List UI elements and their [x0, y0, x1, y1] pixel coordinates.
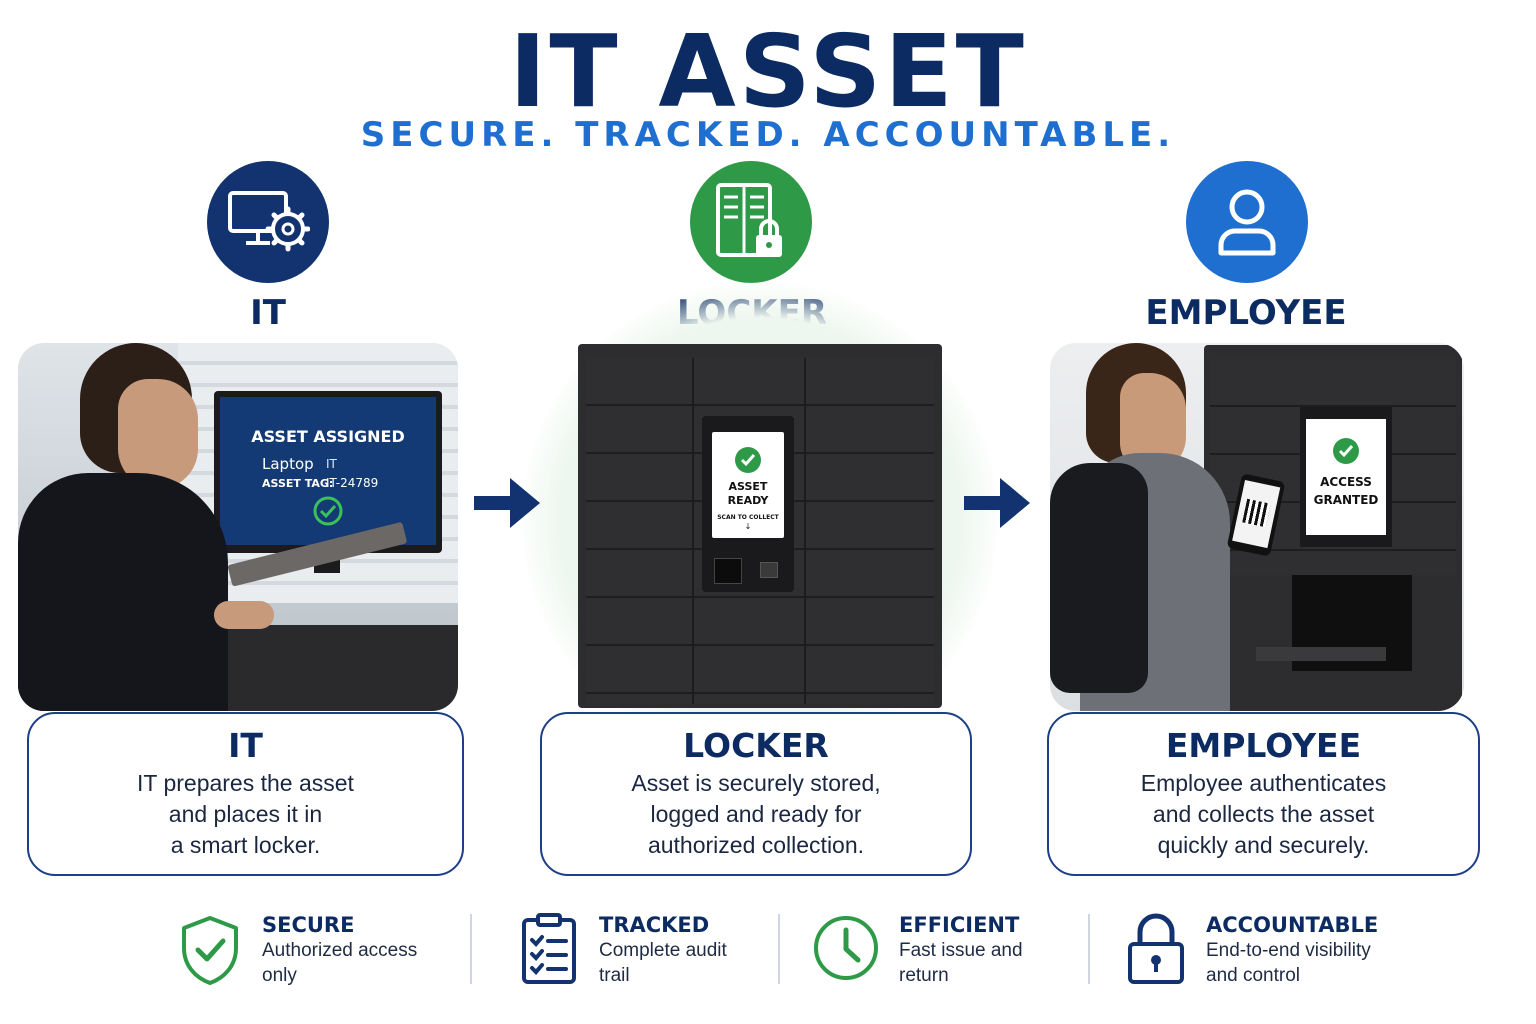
employee-photo: ACCESS GRANTED [1050, 343, 1464, 711]
step-label-it: IT [250, 293, 286, 333]
qr-code-icon [1242, 498, 1271, 528]
step-icon-locker [690, 161, 812, 283]
monitor: ASSET ASSIGNED Laptop IT ASSET TAG: IT-2… [214, 391, 442, 553]
step-icon-employee [1186, 161, 1308, 283]
step-card-employee: EMPLOYEE Employee authenticates and coll… [1047, 712, 1480, 876]
step-label-employee: EMPLOYEE [1145, 293, 1347, 333]
card-text: IT prepares the asset and places it in a… [137, 770, 354, 859]
down-arrow-icon: ↓ [744, 522, 752, 531]
monitor-screen: ASSET ASSIGNED Laptop IT ASSET TAG: IT-2… [220, 397, 436, 545]
compartment-tray [1256, 647, 1386, 661]
access-line2: GRANTED [1313, 493, 1379, 507]
feature-secure: SECURE Authorized access only [262, 913, 418, 987]
it-person-shirt [18, 473, 228, 711]
shield-check-icon [182, 916, 238, 985]
card-text: Asset is securely stored, logged and rea… [631, 770, 881, 859]
feature-efficient: EFFICIENT Fast issue and return [899, 913, 1023, 987]
smart-locker: ASSET READY SCAN TO COLLECT ↓ [578, 344, 942, 708]
monitor-gear-icon [228, 191, 310, 252]
screen-heading: ASSET ASSIGNED [251, 427, 405, 446]
card-text: Employee authenticates and collects the … [1140, 770, 1387, 859]
step-card-locker: LOCKER Asset is securely stored, logged … [540, 712, 972, 876]
feature-accountable: ACCOUNTABLE End-to-end visibility and co… [1206, 913, 1379, 987]
screen-item: Laptop [262, 455, 314, 473]
backpack [1050, 463, 1148, 693]
arrow-right-icon [474, 478, 540, 528]
locker-kiosk: ASSET READY SCAN TO COLLECT ↓ [702, 416, 794, 592]
padlock-icon [1128, 913, 1184, 984]
step-card-it: IT IT prepares the asset and places it i… [27, 712, 464, 876]
it-person-face [118, 379, 198, 489]
arrow-right-icon [964, 478, 1030, 528]
card-title: LOCKER [683, 726, 829, 765]
user-icon [1218, 189, 1276, 256]
page-title: IT ASSET [509, 13, 1027, 130]
screen-item-partial: IT [326, 457, 337, 471]
card-title: IT [228, 726, 263, 765]
employee-kiosk: ACCESS GRANTED [1300, 407, 1392, 547]
scanner [760, 562, 778, 578]
clock-icon [814, 916, 878, 980]
access-line1: ACCESS [1320, 475, 1372, 489]
check-circle-icon [313, 496, 343, 526]
locker-lock-icon [716, 183, 782, 257]
feature-divider [470, 914, 472, 984]
clipboard-checklist-icon [522, 913, 576, 984]
page-subtitle: SECURE. TRACKED. ACCOUNTABLE. [360, 115, 1176, 155]
step-icon-it [207, 161, 329, 283]
kiosk-hint: SCAN TO COLLECT [717, 514, 779, 521]
check-circle-icon [1333, 438, 1359, 464]
feature-divider [778, 914, 780, 984]
employee-kiosk-screen: ACCESS GRANTED [1306, 419, 1386, 535]
feature-tracked: TRACKED Complete audit trail [599, 913, 727, 987]
card-reader [714, 558, 742, 584]
kiosk-line1: ASSET [728, 480, 768, 493]
it-photo: ASSET ASSIGNED Laptop IT ASSET TAG: IT-2… [18, 343, 458, 711]
card-title: EMPLOYEE [1165, 726, 1362, 765]
locker-kiosk-screen: ASSET READY SCAN TO COLLECT ↓ [712, 432, 784, 538]
it-person-hand [214, 601, 274, 629]
screen-tag-value: IT-24789 [326, 476, 379, 490]
screen-tag-label: ASSET TAG: [262, 477, 334, 490]
kiosk-line2: READY [727, 494, 769, 507]
feature-divider [1088, 914, 1090, 984]
check-circle-icon [735, 447, 761, 473]
